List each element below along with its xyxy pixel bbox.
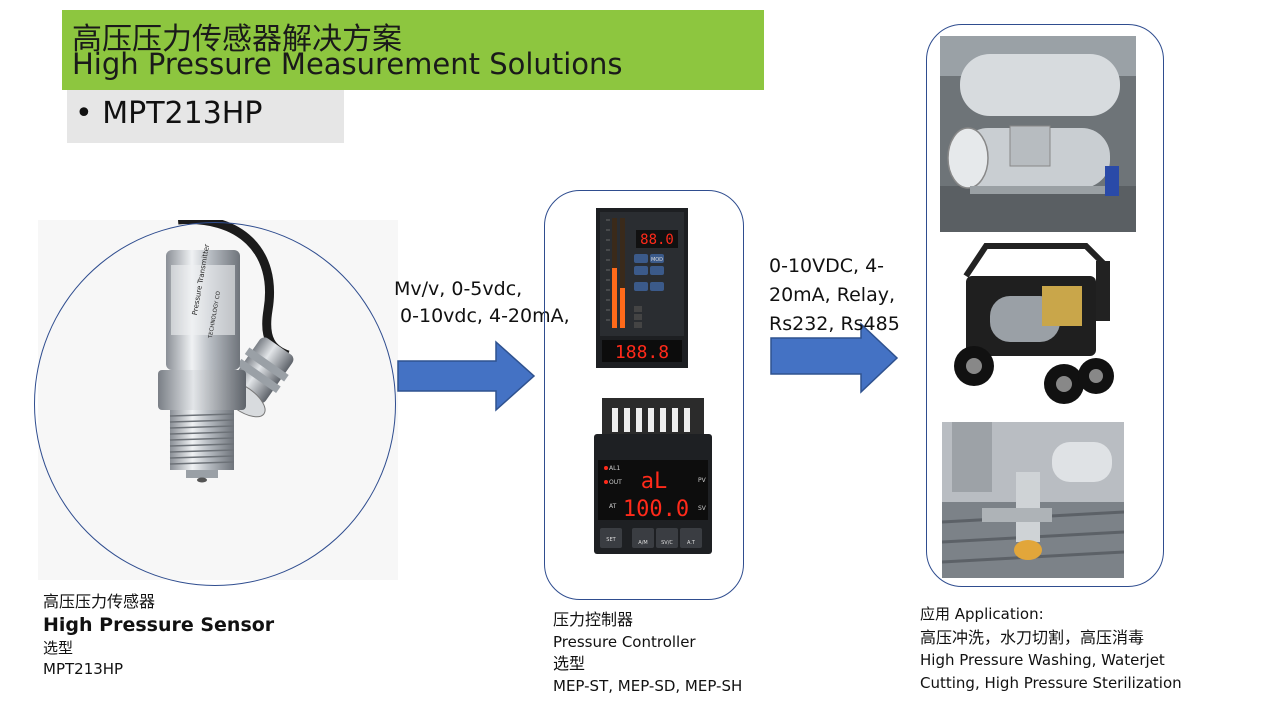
controller2-at-button: A.T bbox=[687, 540, 696, 546]
output-signal-line-3: Rs232, Rs485 bbox=[769, 313, 900, 335]
title-banner: 高压压力传感器解决方案 High Pressure Measurement So… bbox=[62, 10, 764, 90]
controller2-sv-label: SV bbox=[698, 505, 707, 512]
title-chinese: 高压压力传感器解决方案 bbox=[72, 22, 402, 57]
pressure-washer-image bbox=[946, 236, 1120, 408]
controller-caption-cn: 压力控制器 bbox=[553, 610, 634, 629]
controller2-pv-display: aL bbox=[641, 469, 668, 494]
input-signal-line-1: Mv/v, 0-5vdc, bbox=[394, 278, 523, 300]
sterilizer-autoclave-image bbox=[940, 36, 1136, 232]
controller-panel bbox=[544, 190, 744, 600]
controller2-label-out: OUT bbox=[609, 479, 622, 486]
controller-caption: 压力控制器 Pressure Controller 选型 MEP-ST, MEP… bbox=[553, 609, 742, 697]
output-signal-text: 0-10VDC, 4- 20mA, Relay, Rs232, Rs485 bbox=[769, 252, 900, 339]
application-cn: 高压冲洗，水刀切割，高压消毒 bbox=[920, 628, 1145, 647]
sensor-caption-cn: 高压压力传感器 bbox=[43, 592, 156, 611]
sensor-caption: 高压压力传感器 High Pressure Sensor 选型 MPT213HP bbox=[43, 591, 274, 680]
controller1-display-top: 88.0 bbox=[640, 232, 674, 248]
controller2-set-button: SET bbox=[606, 537, 616, 543]
application-caption: 应用 Application: 高压冲洗，水刀切割，高压消毒 High Pres… bbox=[920, 603, 1182, 695]
application-panel bbox=[926, 24, 1164, 587]
arrow-right-icon bbox=[770, 322, 899, 394]
application-title: 应用 Application: bbox=[920, 605, 1044, 623]
controller-select-value: MEP-ST, MEP-SD, MEP-SH bbox=[553, 677, 743, 695]
application-en-line-2: Cutting, High Pressure Sterilization bbox=[920, 674, 1182, 692]
arrow-right-icon bbox=[397, 340, 536, 412]
sensor-caption-en: High Pressure Sensor bbox=[43, 614, 275, 636]
sensor-select-value: MPT213HP bbox=[43, 660, 124, 678]
controller2-am-button: A/M bbox=[638, 540, 647, 546]
controller-select-label: 选型 bbox=[553, 654, 586, 673]
controller-panel-meter: AL1 OUT AT aL PV 100.0 SV SET A/M SV/C A… bbox=[594, 398, 712, 554]
output-signal-line-1: 0-10VDC, 4- bbox=[769, 255, 885, 277]
controller2-label-at: AT bbox=[609, 503, 617, 510]
controller2-sv-display: 100.0 bbox=[623, 497, 689, 522]
controller-bargraph-device: 88.0 MOD 188.8 bbox=[596, 208, 688, 368]
output-signal-line-2: 20mA, Relay, bbox=[769, 284, 896, 306]
controller1-mod-label: MOD bbox=[651, 257, 663, 263]
waterjet-cutting-image bbox=[942, 422, 1124, 578]
model-tag-text: • MPT213HP bbox=[75, 96, 263, 131]
controller2-label-al1: AL1 bbox=[609, 465, 620, 472]
controller1-display-bottom: 188.8 bbox=[615, 342, 669, 363]
controller2-svc-button: SV/C bbox=[661, 540, 673, 546]
sensor-select-label: 选型 bbox=[43, 639, 74, 657]
input-signal-line-2: 0-10vdc, 4-20mA, bbox=[394, 305, 570, 327]
model-tag: • MPT213HP bbox=[67, 90, 344, 143]
controller-caption-en: Pressure Controller bbox=[553, 633, 696, 651]
input-signal-text: Mv/v, 0-5vdc, 0-10vdc, 4-20mA, bbox=[394, 276, 570, 330]
sensor-outline bbox=[34, 222, 396, 586]
title-english: High Pressure Measurement Solutions bbox=[72, 47, 623, 81]
controller2-pv-label: PV bbox=[698, 477, 707, 484]
application-en-line-1: High Pressure Washing, Waterjet bbox=[920, 651, 1165, 669]
